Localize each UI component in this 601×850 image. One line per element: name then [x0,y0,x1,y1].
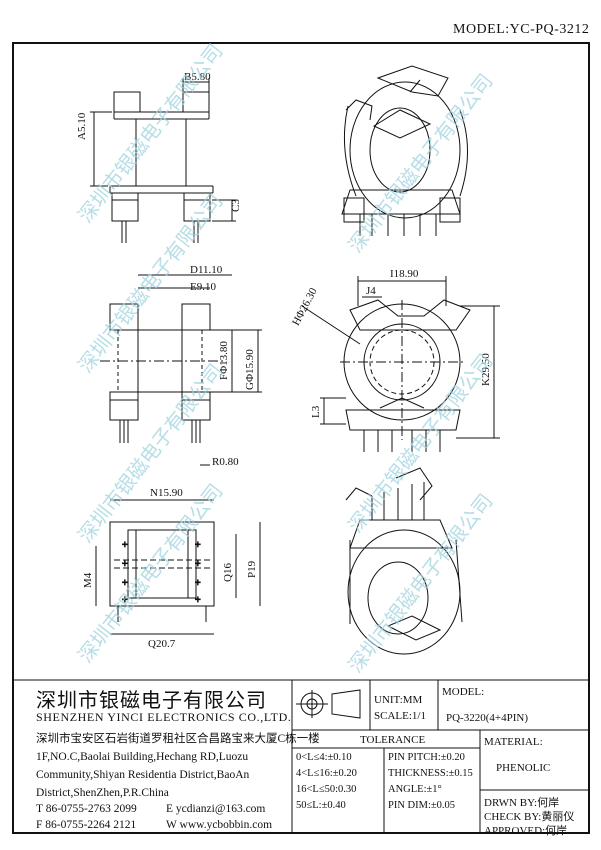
technical-drawing: + + + + + + + + [14,65,588,832]
company-tel: T 86-0755-2763 2099 [36,803,137,815]
drawing-model-title: MODEL:YC-PQ-3212 [453,22,590,37]
tolerance-row-2: 4<L≤16:±0.20 [296,768,357,779]
company-address-en-1: 1F,NO.C,Baolai Building,Hechang RD,Luozu [36,751,249,763]
dim-g: GΦ15.90 [244,349,256,390]
dim-q207: Q20.7 [148,638,176,650]
company-name-en: SHENZHEN YINCI ELECTRONICS CO.,LTD. [36,710,292,724]
svg-text:+: + [195,559,201,570]
svg-text:+: + [122,559,128,570]
drawing-frame [12,42,590,834]
company-address-cn: 深圳市宝安区石岩街道罗租社区合昌路宝来大厦C栋一楼 [36,733,320,745]
dim-m: M4 [82,572,94,588]
tolerance-pin-pitch: PIN PITCH:±0.20 [388,752,465,763]
company-website: W www.ycbobbin.com [166,819,273,831]
dim-d: D11.10 [190,264,223,276]
tolerance-thickness: THICKNESS:±0.15 [388,768,473,779]
front-view [90,78,236,243]
end-view [301,276,500,452]
tolerance-angle: ANGLE:±1° [388,784,442,795]
svg-text:+: + [122,578,128,589]
dim-n: N15.90 [150,487,183,499]
bottom-view: + + + + + + + + [95,499,261,635]
company-address-en-2: Community,Shiyan Residentia District,Bao… [36,769,250,781]
svg-text:+: + [195,595,201,606]
company-address-en-3: District,ShenZhen,P.R.China [36,787,169,799]
tolerance-title: TOLERANCE [360,734,426,746]
unit-label: UNIT:MM [374,694,423,706]
tolerance-row-1: 0<L≤4:±0.10 [296,752,352,763]
svg-text:+: + [122,595,128,606]
dim-l: L3 [310,405,322,418]
tolerance-row-3: 16<L≤50:0.30 [296,784,357,795]
scale-label: SCALE:1/1 [374,710,426,722]
approved-by: APPROVED:何岸 [484,825,568,837]
company-fax: F 86-0755-2264 2121 [36,819,137,831]
dim-r: R0.80 [212,456,239,468]
dim-e: E9.10 [190,281,216,293]
dim-i: I18.90 [390,268,419,280]
svg-text:+: + [195,578,201,589]
dim-c: C3 [230,199,242,212]
dim-k: K29.50 [480,353,492,386]
company-name-cn: 深圳市银磁电子有限公司 [36,690,267,712]
material-label: MATERIAL: [484,736,543,748]
dim-q16: Q16 [222,563,234,582]
side-view [100,274,262,466]
dim-j: J4 [366,285,376,297]
svg-text:+: + [195,540,201,551]
model-label: MODEL: [442,686,485,698]
isometric-view-top [341,65,468,236]
title-block [14,679,588,832]
dim-f: FΦ13.80 [218,341,230,380]
isometric-view-bottom [345,467,463,655]
dim-a: A5.10 [76,112,88,140]
tolerance-pin-dim: PIN DIM:±0.05 [388,800,456,811]
drawn-by: DRWN BY:何岸 [484,797,560,809]
company-email: E ycdianzi@163.com [166,803,266,815]
model-value: PQ-3220(4+4PIN) [446,712,528,724]
checked-by: CHECK BY:黄丽仪 [484,811,575,823]
tolerance-row-4: 50≤L:±0.40 [296,800,346,811]
material-value: PHENOLIC [496,762,551,774]
dim-b: B5.80 [184,71,211,83]
svg-text:+: + [122,540,128,551]
dim-p: P19 [246,560,258,578]
